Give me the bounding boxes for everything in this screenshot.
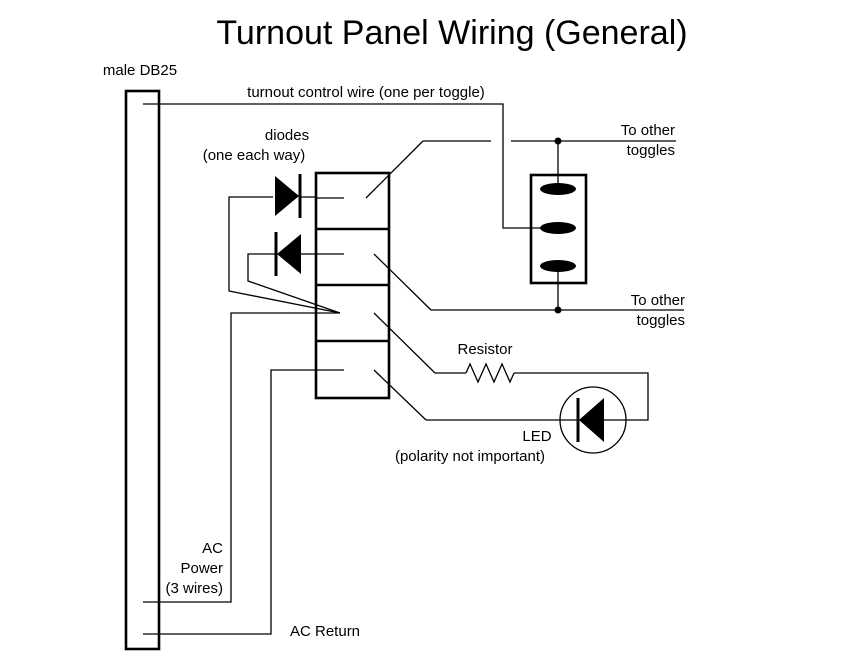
to-other-toggles-bottom-line2: toggles [637, 312, 685, 329]
ac-return-label: AC Return [290, 623, 360, 640]
ac-power-wire [143, 312, 316, 603]
resistor-icon [465, 362, 515, 384]
ac-power-label-line2: Power [180, 560, 223, 577]
led-icon [559, 386, 627, 454]
ac-power-label-line1: AC [202, 540, 223, 557]
db25-connector [124, 89, 161, 651]
to-other-toggles-bottom-line1: To other [631, 292, 685, 309]
diagram-title: Turnout Panel Wiring (General) [216, 14, 687, 52]
diode-reverse-icon [274, 232, 301, 276]
ac-return-wire [143, 369, 316, 635]
to-other-toggles-top-line1: To other [621, 122, 675, 139]
diodes-label-line2: (one each way) [203, 147, 306, 164]
diodes-label-line1: diodes [265, 127, 309, 144]
control-wire [143, 103, 541, 229]
resistor-label: Resistor [457, 341, 512, 358]
led-label-line2: (polarity not important) [395, 448, 545, 465]
connector-label: male DB25 [103, 62, 177, 79]
diode-forward-icon [275, 174, 302, 218]
led-label-line1: LED [522, 428, 551, 445]
ac-power-label-line3: (3 wires) [165, 580, 223, 597]
to-other-toggles-top-line2: toggles [627, 142, 675, 159]
control-wire-label: turnout control wire (one per toggle) [247, 84, 485, 101]
terminal-block [314, 171, 391, 400]
toggle-switch [529, 173, 588, 285]
